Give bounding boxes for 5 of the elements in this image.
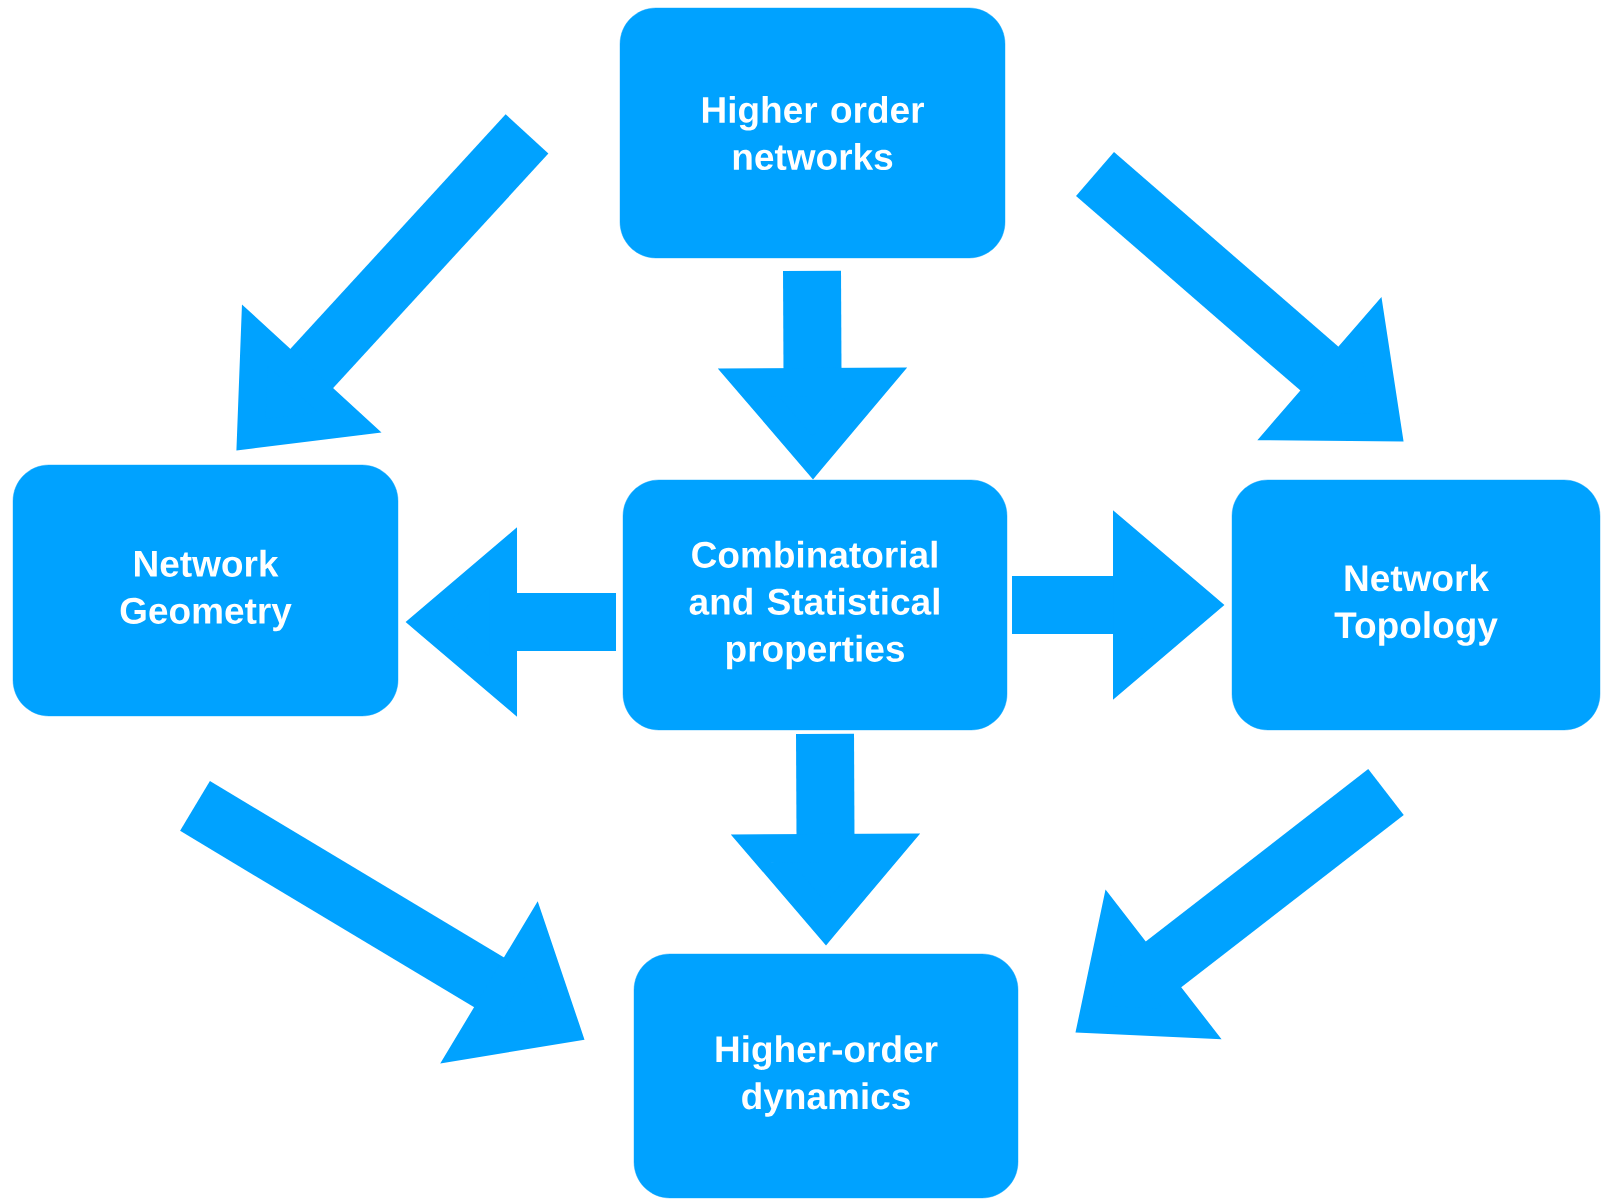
process-box: Higher order networks <box>619 7 1006 259</box>
process-box: Combinatorial and Statistical properties <box>622 479 1008 731</box>
process-box: Network Geometry <box>12 464 399 717</box>
process-box: Higher-order dynamics <box>633 953 1019 1199</box>
process-box: Network Topology <box>1231 479 1601 731</box>
